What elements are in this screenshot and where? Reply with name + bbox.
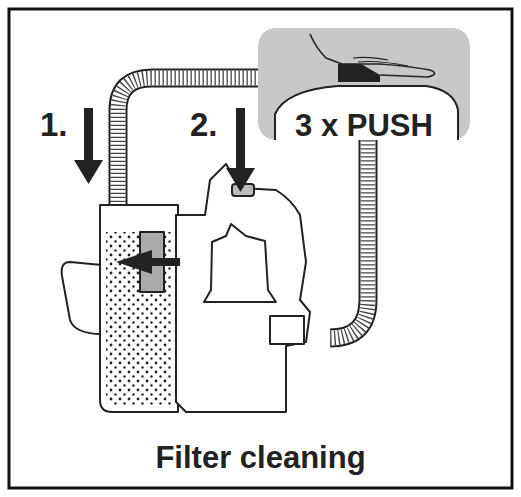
- caption: Filter cleaning: [0, 440, 521, 476]
- direction-arrows: [74, 108, 255, 274]
- vacuum-cleaner: [62, 164, 310, 412]
- instruction-text: 3 x PUSH: [258, 108, 470, 144]
- callout-box: 3 x PUSH: [258, 28, 470, 140]
- step-number: 2.: [190, 106, 218, 144]
- step-number: 1.: [40, 106, 68, 144]
- frame: [9, 9, 512, 488]
